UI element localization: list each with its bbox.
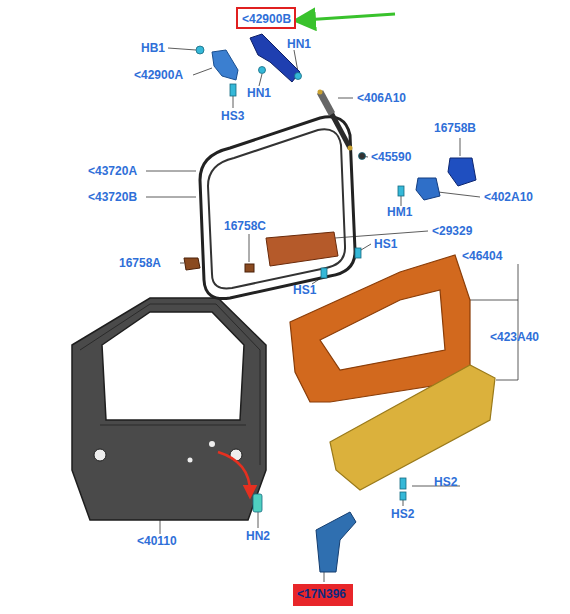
callout-number: HN1 xyxy=(287,37,311,51)
bumper-part xyxy=(184,258,200,270)
callout-number: HS3 xyxy=(221,109,244,123)
callout-number: <43720B xyxy=(88,190,137,204)
part-number-box: <17N396 xyxy=(293,584,353,606)
callout-number: 16758B xyxy=(434,121,476,135)
callout-number: HS2 xyxy=(391,507,414,521)
callout-number: <402A10 xyxy=(484,190,533,204)
part-number-box: <42900B xyxy=(236,7,296,29)
callout-number: 16758A xyxy=(119,256,161,270)
callout-number: HM1 xyxy=(387,205,412,219)
hinge-part xyxy=(212,50,238,80)
callout-number: HS1 xyxy=(374,237,397,251)
part-number: <17N396 xyxy=(297,587,346,601)
callout-number: <406A10 xyxy=(357,91,406,105)
bracket-part xyxy=(316,512,356,572)
callout-number: <42900A xyxy=(134,68,183,82)
callout-number: HB1 xyxy=(141,41,165,55)
callout-number: HS2 xyxy=(434,475,457,489)
trim-panel xyxy=(330,365,495,490)
callout-number: <29329 xyxy=(432,224,472,238)
seal xyxy=(200,117,355,299)
tailgate-panel xyxy=(72,298,266,520)
fasteners xyxy=(196,46,406,512)
callout-number: HS1 xyxy=(293,283,316,297)
latch-part xyxy=(416,178,440,200)
callout-number: HN2 xyxy=(246,529,270,543)
callout-number: HN1 xyxy=(247,86,271,100)
callout-number: <46404 xyxy=(462,249,502,263)
callout-number: 16758C xyxy=(224,219,266,233)
callout-number: <423A40 xyxy=(490,330,539,344)
plate-part xyxy=(266,232,338,266)
latch-part xyxy=(448,158,476,186)
callout-number: <43720A xyxy=(88,164,137,178)
part-number: <42900B xyxy=(242,12,291,26)
callout-number: <45590 xyxy=(371,150,411,164)
seal xyxy=(208,129,345,288)
callout-number: <40110 xyxy=(137,534,177,548)
